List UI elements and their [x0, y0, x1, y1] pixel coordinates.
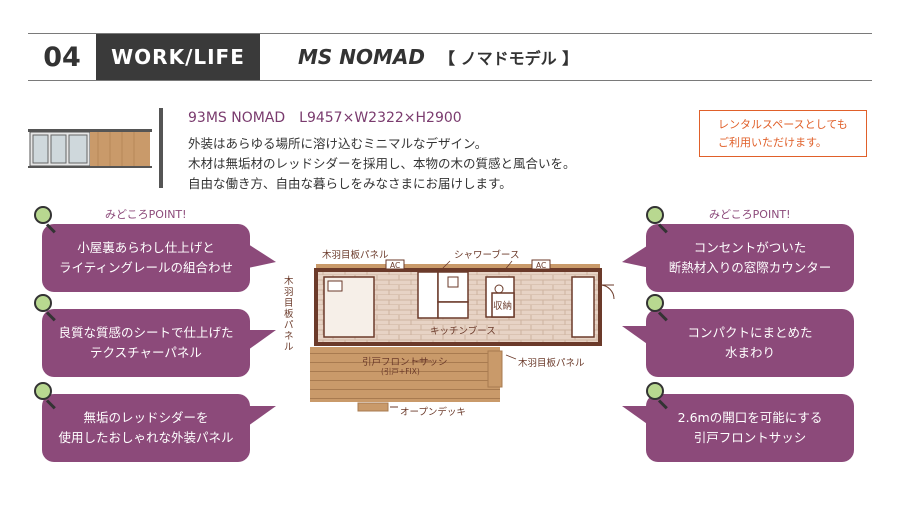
- plan-label-sash: 引戸フロントサッシ: [362, 357, 448, 368]
- point-text: 無垢のレッドシダーを: [83, 410, 209, 425]
- rental-notice-box: レンタルスペースとしても ご利用いただけます。: [699, 110, 867, 157]
- notice-line: レンタルスペースとしても: [718, 117, 848, 131]
- magnifier-icon: [34, 294, 56, 322]
- point-text: 使用したおしゃれな外装パネル: [58, 430, 234, 445]
- section-tag: WORK/LIFE: [96, 34, 260, 80]
- plan-label-kitchen: キッチンブース: [430, 326, 496, 337]
- point-bubble-left-2: 良質な質感のシートで仕上げた テクスチャーパネル: [42, 309, 250, 377]
- magnifier-icon: [646, 294, 668, 322]
- model-name: MS NOMAD: [298, 45, 425, 69]
- description-line: 自由な働き方、自由な暮らしをみなさまにお届けします。: [188, 176, 512, 191]
- point-text: テクスチャーパネル: [90, 345, 202, 360]
- bubble-tail: [248, 244, 276, 268]
- plan-label-left-panel: 木羽目板パネル: [284, 276, 294, 353]
- model-title: MS NOMAD 【 ノマドモデル 】: [298, 34, 578, 80]
- plan-label-shower: シャワーブース: [454, 250, 520, 261]
- point-text: ライティングレールの組合わせ: [58, 260, 233, 275]
- point-text: コンセントがついた: [693, 240, 807, 255]
- plan-label-sash-sub: (引戸+FIX): [381, 367, 420, 376]
- plan-label-ac-left: AC: [390, 261, 401, 270]
- bubble-tail: [248, 406, 276, 426]
- section-number: 04: [43, 41, 81, 73]
- bubble-tail: [622, 326, 650, 346]
- bubble-tail: [248, 330, 276, 350]
- description-line: 木材は無垢材のレッドシダーを採用し、本物の木の質感と風合いを。: [188, 156, 576, 171]
- point-text: 断熱材入りの窓際カウンター: [668, 260, 832, 275]
- magnifier-icon: [34, 382, 56, 410]
- plan-label-deck: オープンデッキ: [400, 407, 466, 418]
- point-bubble-left-3: 無垢のレッドシダーを 使用したおしゃれな外装パネル: [42, 394, 250, 462]
- point-text: 引戸フロントサッシ: [693, 430, 807, 445]
- bubble-tail: [622, 406, 650, 426]
- bubble-tail: [622, 244, 650, 268]
- point-text: 小屋裏あらわし仕上げと: [77, 240, 215, 255]
- point-bubble-left-1: 小屋裏あらわし仕上げと ライティングレールの組合わせ: [42, 224, 250, 292]
- plan-label-storage: 収納: [493, 301, 513, 312]
- model-spec: 93MS NOMAD L9457×W2322×H2900: [188, 110, 462, 126]
- model-name-jp: 【 ノマドモデル 】: [439, 49, 579, 68]
- magnifier-icon: [34, 206, 56, 234]
- notice-line: ご利用いただけます。: [718, 135, 827, 149]
- point-bubble-right-1: コンセントがついた 断熱材入りの窓際カウンター: [646, 224, 854, 292]
- points-label-left: みどころPOINT!: [105, 208, 187, 221]
- magnifier-icon: [646, 206, 668, 234]
- description-line: 外装はあらゆる場所に溶け込むミニマルなデザイン。: [188, 136, 488, 151]
- point-text: 2.6mの開口を可能にする: [677, 410, 823, 425]
- intro-accent-bar: [159, 108, 163, 188]
- point-text: コンパクトにまとめた: [687, 325, 813, 340]
- point-text: 水まわり: [724, 345, 775, 360]
- floor-plan: [310, 259, 615, 412]
- magnifier-icon: [646, 382, 668, 410]
- plan-label-right-panel: 木羽目板パネル: [518, 358, 585, 369]
- point-bubble-right-3: 2.6mの開口を可能にする 引戸フロントサッシ: [646, 394, 854, 462]
- header-bottom-rule: [28, 80, 872, 81]
- header-top-rule: [28, 33, 872, 34]
- points-label-right: みどころPOINT!: [709, 208, 791, 221]
- plan-label-ac-right: AC: [536, 261, 547, 270]
- point-text: 良質な質感のシートで仕上げた: [58, 325, 234, 340]
- plan-label-top-panel: 木羽目板パネル: [322, 250, 389, 261]
- elevation-thumbnail: [28, 129, 152, 168]
- point-bubble-right-2: コンパクトにまとめた 水まわり: [646, 309, 854, 377]
